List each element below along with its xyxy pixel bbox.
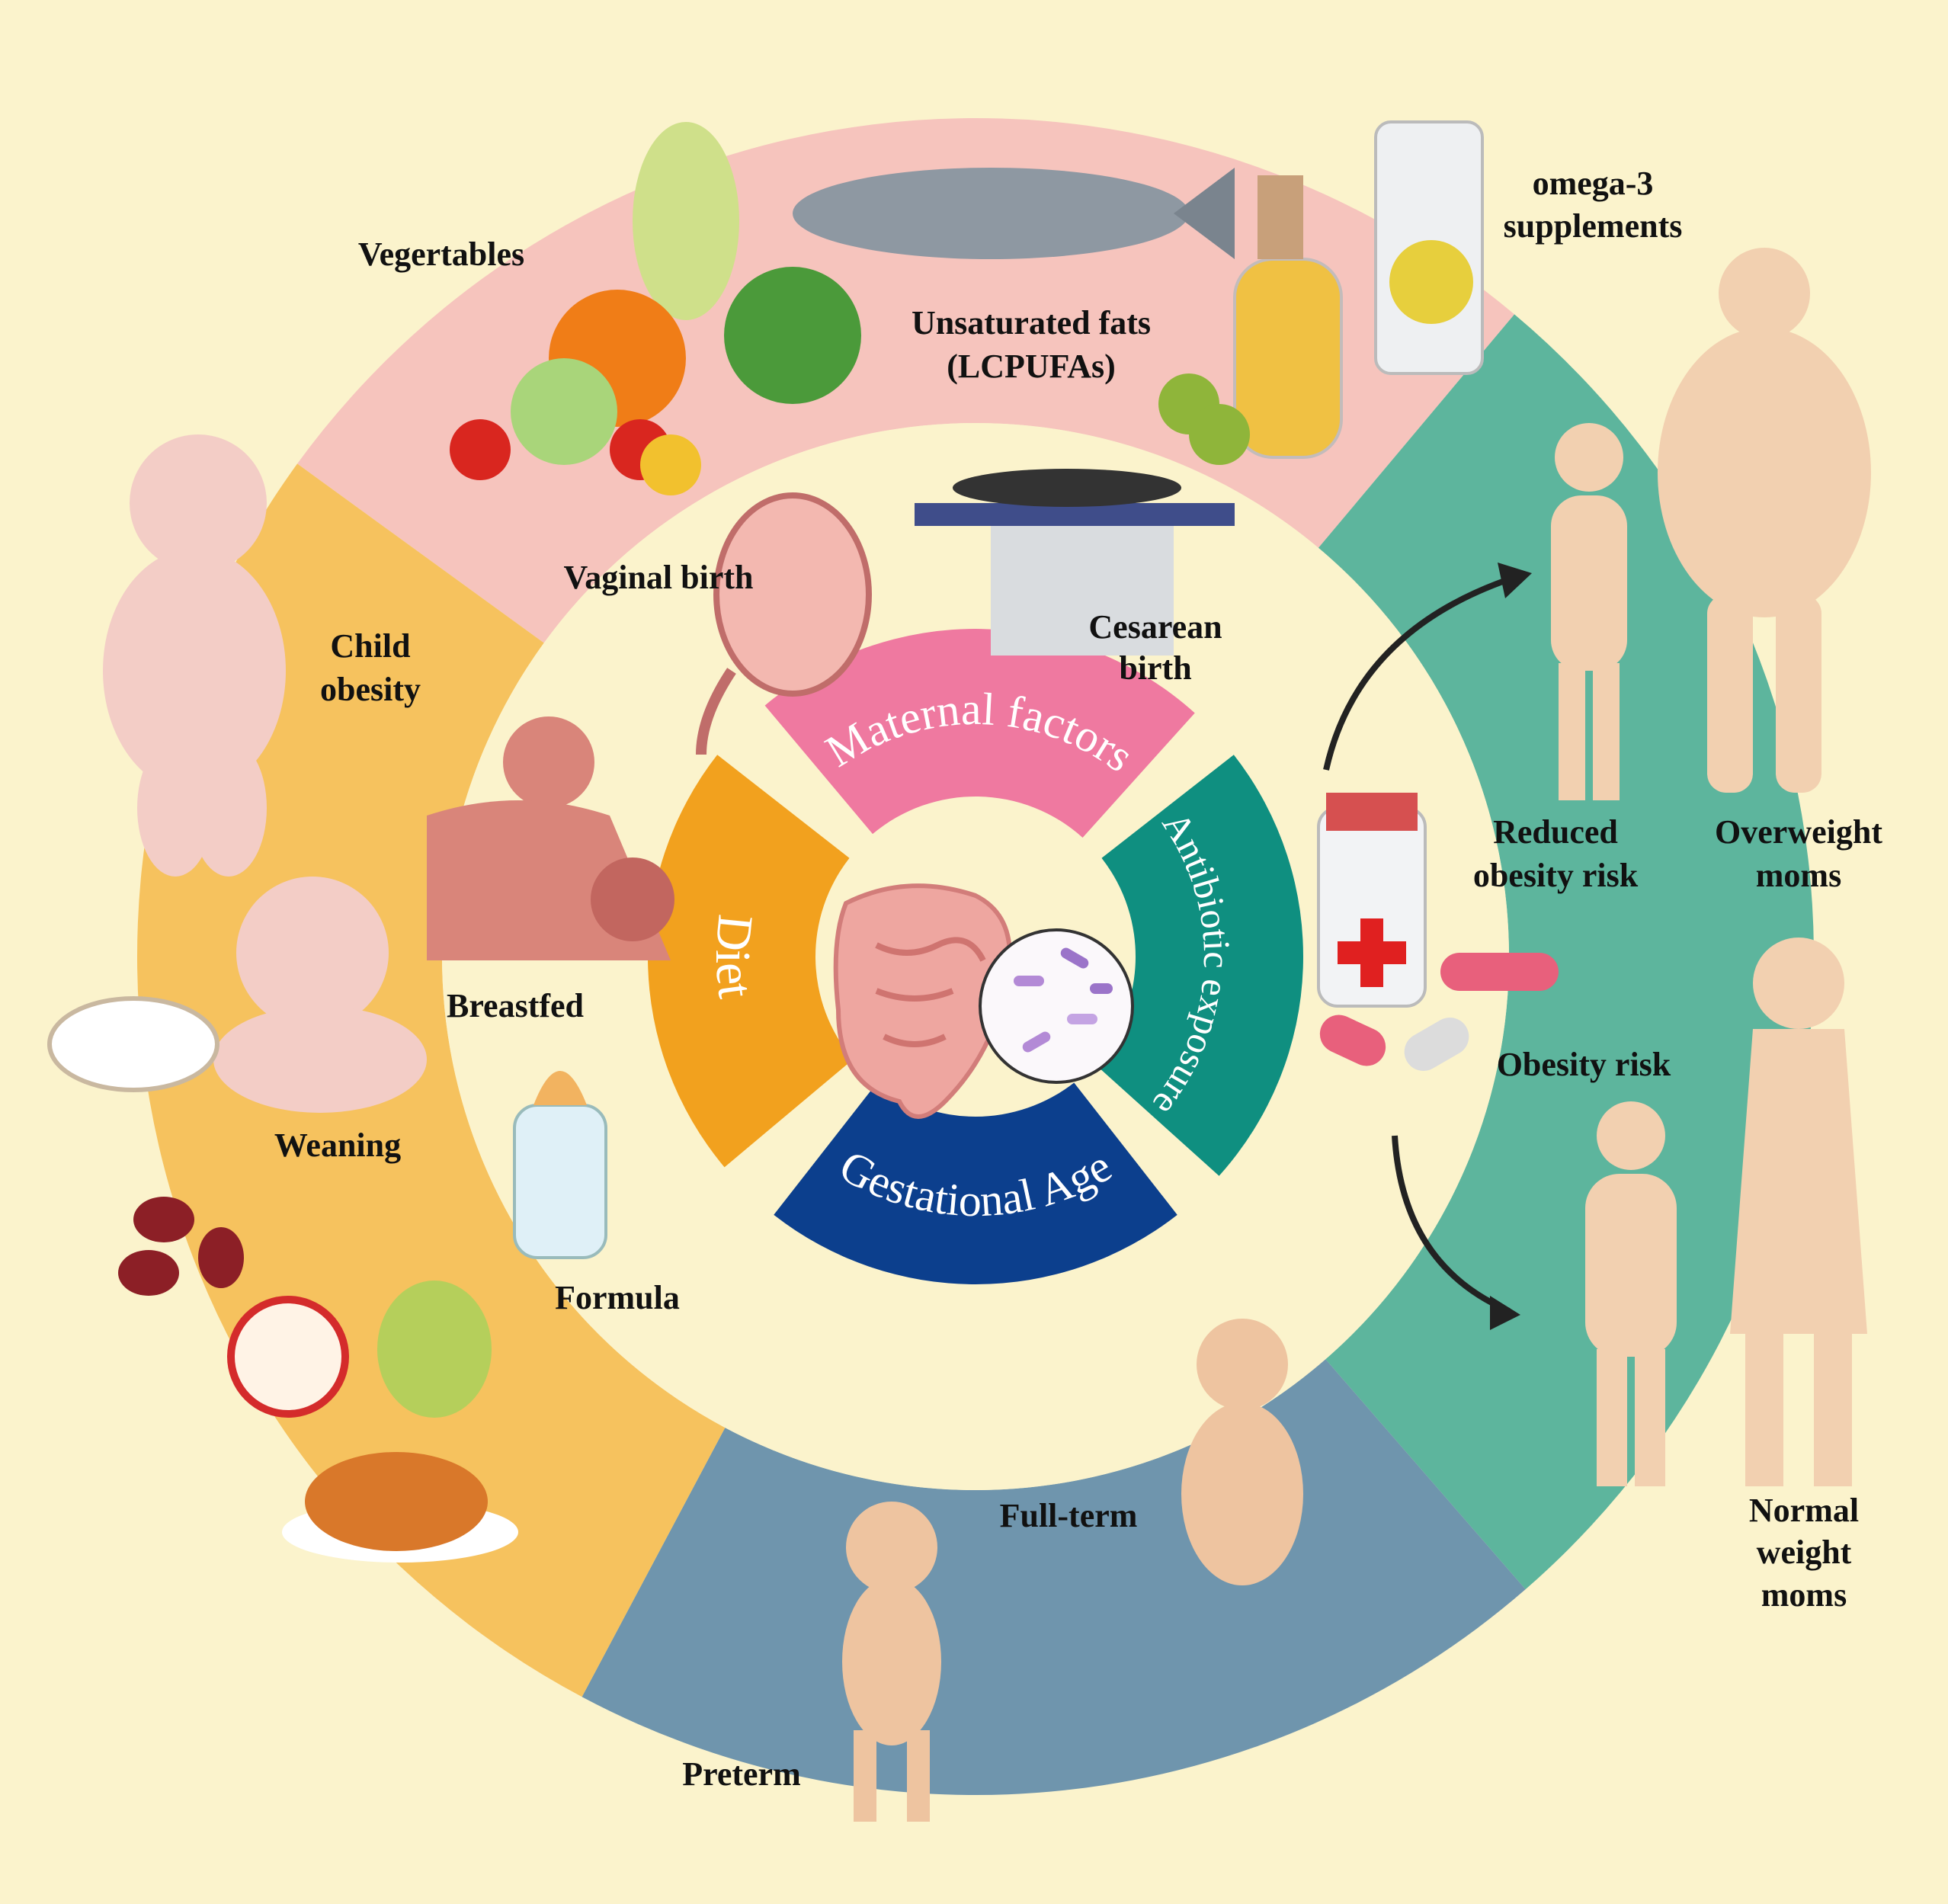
child-reduced-risk-icon: [1551, 423, 1627, 800]
full-term-label: Full-term: [1000, 1497, 1138, 1534]
reduced-obesity-risk-label: obesity risk: [1473, 857, 1639, 894]
inner-segment-antibiotic-exposure: [1094, 755, 1303, 1176]
breastfed-label: Breastfed: [447, 987, 584, 1024]
reduced-label: Reduced: [1493, 813, 1618, 851]
inner-ring: Maternal factors Antibiotic exposure Ges…: [648, 629, 1303, 1284]
outer-segment-antibiotic: [1318, 314, 1814, 1590]
olive-oil-bottle-icon: [1158, 175, 1343, 465]
cesarean-birth-label: birth: [1119, 649, 1191, 687]
obesity-risk-label: Obesity risk: [1497, 1046, 1671, 1083]
weaning-baby-icon: [47, 877, 427, 1113]
bacteria-magnified-icon: [979, 928, 1134, 1084]
lcpufas-label: (LCPUFAs): [947, 348, 1116, 385]
labels: Vegertables Unsaturated fats (LCPUFAs) o…: [274, 165, 1882, 1793]
vaginal-birth-uterus-icon: [696, 492, 872, 755]
formula-bottle-icon: [513, 1071, 607, 1259]
arrow-to-obesity-risk-icon: [1392, 1135, 1520, 1330]
cesarean-label: Cesarean: [1088, 608, 1222, 646]
normal-label: Normal: [1749, 1492, 1859, 1529]
omega-3-label: omega-3: [1533, 165, 1654, 202]
vaginal-birth-label: Vaginal birth: [563, 559, 753, 596]
inner-segment-diet: [648, 755, 854, 1168]
beans-fruits-chicken-icon: [118, 1197, 518, 1563]
antibiotic-bottle-pills-icon: [1317, 793, 1559, 1071]
preterm-baby-icon: [842, 1502, 941, 1822]
outer-segment-maternal: [297, 117, 1515, 643]
weaning-label: Weaning: [274, 1127, 401, 1164]
overweight-label: Overweight: [1715, 813, 1882, 851]
overweight-mom-icon: [1658, 248, 1871, 793]
child-obesity-risk-icon: [1585, 1101, 1677, 1486]
normal-weight-label: weight: [1757, 1534, 1852, 1571]
diet-label: Diet: [704, 912, 764, 1002]
preterm-label: Preterm: [682, 1755, 801, 1793]
fish-icon: [793, 168, 1235, 259]
unsaturated-fats-label: Unsaturated fats: [912, 304, 1151, 341]
supplements-label: supplements: [1504, 207, 1683, 245]
normal-weight-mom-icon: [1730, 938, 1867, 1486]
overweight-moms-label: moms: [1756, 857, 1841, 894]
arrow-to-reduced-risk-icon: [1323, 563, 1532, 771]
breastfeeding-mother-icon: [427, 716, 674, 960]
child-label: Child: [330, 627, 410, 665]
inner-segment-maternal-factors: [764, 629, 1195, 838]
cesarean-bed-icon: [915, 469, 1235, 656]
normal-weight-moms-label: moms: [1761, 1576, 1847, 1614]
intestine-icon: [833, 883, 1012, 1119]
inner-segment-gestational-age: [774, 1082, 1177, 1284]
obese-baby-icon: [103, 434, 286, 877]
omega-3-supplement-bottle-icon: [1374, 120, 1484, 375]
full-term-baby-icon: [1181, 1319, 1303, 1585]
vegetables-label: Vegertables: [358, 236, 524, 273]
vegetables-icon: [450, 122, 861, 495]
child-obesity-label: obesity: [320, 671, 421, 708]
formula-label: Formula: [555, 1279, 680, 1316]
